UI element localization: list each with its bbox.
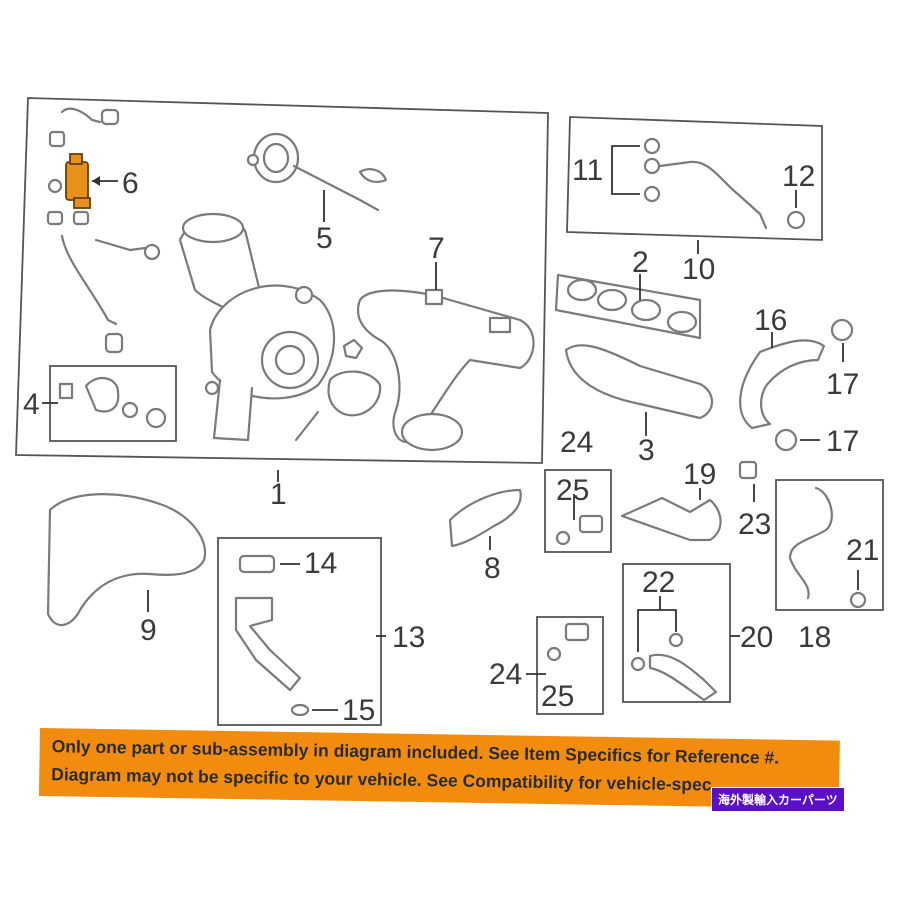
watermark-label: 海外製輸入カーパーツ: [711, 787, 845, 812]
part-18-coolant-pipe: [788, 486, 833, 600]
box-13: [217, 537, 382, 726]
callout-17b: 17: [826, 425, 859, 458]
box-18: [775, 479, 884, 611]
disclaimer-line-1: Only one part or sub-assembly in diagram…: [51, 736, 780, 768]
callout-2: 2: [632, 246, 649, 279]
callout-15: 15: [342, 694, 375, 727]
disclaimer-line-2: Diagram may not be specific to your vehi…: [51, 764, 712, 795]
callout-25a: 25: [556, 474, 589, 507]
part-23-clip: [738, 460, 758, 480]
callout-24b: 24: [489, 658, 522, 691]
part-6-highlighted: [65, 153, 91, 209]
callout-17a: 17: [826, 368, 859, 401]
callout-12: 12: [782, 160, 815, 193]
callout-10: 10: [682, 253, 715, 286]
part-3-gasket: [564, 344, 714, 420]
callout-18: 18: [798, 621, 831, 654]
callout-16: 16: [754, 304, 787, 337]
part-10-oil-feed-line: [643, 137, 806, 230]
part-7-exhaust-manifold: [356, 288, 535, 452]
box-25-upper: [544, 469, 612, 553]
part-17-clamp-upper: [830, 318, 854, 342]
part-9-heat-shield: [46, 493, 207, 626]
part-4-components: [58, 376, 167, 429]
callout-7: 7: [428, 232, 445, 265]
part-20-pipe: [648, 653, 718, 702]
callout-22: 22: [642, 566, 675, 599]
part-13-oil-return-pipe: [234, 596, 302, 692]
callout-21: 21: [846, 534, 879, 567]
callout-19: 19: [683, 458, 716, 491]
box-10: [566, 116, 823, 241]
box-1-turbo-assembly: [15, 97, 549, 464]
callout-23: 23: [738, 508, 771, 541]
callout-13: 13: [392, 621, 425, 654]
part-16-hose: [739, 339, 826, 430]
part-5-wastegate-actuator: [246, 132, 388, 212]
vacuum-line: [60, 234, 118, 326]
callout-3: 3: [638, 434, 655, 467]
callout-20: 20: [740, 621, 773, 654]
part-17-clamp-lower: [774, 428, 798, 452]
callout-14: 14: [304, 547, 337, 580]
callout-11: 11: [572, 154, 603, 187]
part-19-coolant-pipe: [620, 496, 722, 542]
box-25-lower: [536, 616, 604, 715]
hose-small: [60, 107, 102, 124]
callout-25b: 25: [541, 680, 574, 713]
callout-5: 5: [316, 222, 333, 255]
callout-9: 9: [140, 614, 157, 647]
callout-24a: 24: [560, 426, 593, 459]
part-15-seal: [290, 703, 310, 717]
turbo-housing: [178, 212, 336, 442]
callout-8: 8: [484, 552, 501, 585]
part-25-fitting-upper: [578, 514, 604, 534]
bolt-icon: [47, 178, 63, 194]
callout-6: 6: [122, 167, 139, 200]
part-25-fitting-lower: [564, 622, 590, 642]
part-8-bracket: [448, 488, 522, 548]
callout-1: 1: [270, 478, 287, 511]
callout-4: 4: [23, 388, 40, 421]
box-20: [622, 563, 731, 703]
part-14-gasket: [238, 554, 276, 574]
